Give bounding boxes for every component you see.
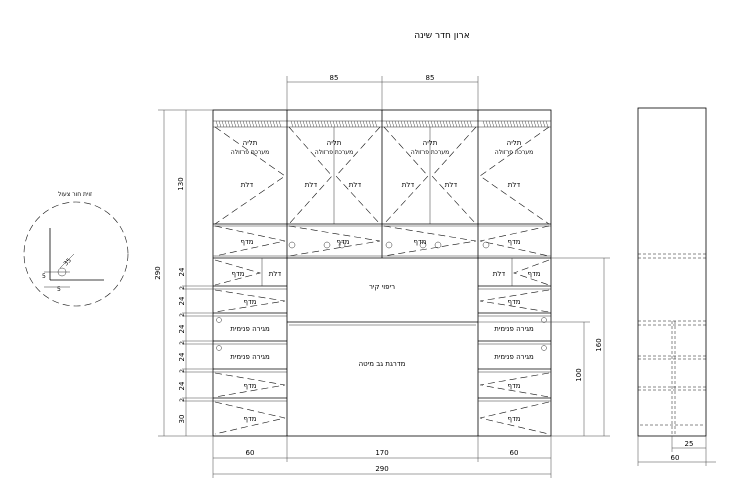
- hanging-rail-hatch: [215, 120, 549, 128]
- dim-row-1: 24: [178, 267, 186, 276]
- knob-icon: [541, 345, 547, 351]
- dim-row-6: 2: [179, 341, 186, 345]
- dim-row-9: 24: [178, 381, 186, 390]
- dim-row-8: 2: [179, 369, 186, 373]
- dim-center-height: 160: [595, 338, 603, 351]
- knob-icon: [482, 241, 490, 249]
- detail-circle: [23, 201, 129, 307]
- hole-detail: זוית חור צעול 35 5 5: [23, 191, 129, 307]
- dim-row-3: 24: [178, 296, 186, 305]
- label-drawer-l1: מגירה פנימית: [230, 325, 270, 333]
- knob-icon: [216, 317, 222, 323]
- label-hanger-system-4: מערכת פרזולה: [495, 149, 533, 156]
- knob-icon: [288, 241, 296, 249]
- right-tower-rows: [478, 258, 551, 402]
- label-shelf-r4: מדף: [507, 415, 520, 423]
- knob-icon: [338, 241, 346, 249]
- label-door-4: דלת: [402, 181, 415, 189]
- label-shelf-r2: מדף: [507, 298, 520, 306]
- label-shelf-l4: מדף: [243, 415, 256, 423]
- label-hanger-system-3: מערכת פרזולה: [411, 149, 449, 156]
- detail-dim-1: 35: [62, 257, 72, 267]
- detail-label: זוית חור צעול: [58, 191, 92, 198]
- label-hanging-4: תליה: [507, 139, 522, 147]
- label-drawer-l2: מגירה פנימית: [230, 353, 270, 361]
- dim-side-total: 60: [671, 454, 680, 462]
- label-door-l1: דלת: [269, 270, 282, 278]
- label-shelf-l1: מדף: [231, 270, 244, 278]
- label-door-2: דלת: [305, 181, 318, 189]
- dim-row-7: 24: [178, 352, 186, 361]
- label-shelf-r3: מדף: [507, 382, 520, 390]
- label-drawer-r2: מגירה פנימית: [494, 353, 534, 361]
- label-drawer-r1: מגירה פנימית: [494, 325, 534, 333]
- dim-row-4: 2: [179, 313, 186, 317]
- label-door-1: דלת: [241, 181, 254, 189]
- label-shelf-r1: מדף: [527, 270, 540, 278]
- dim-row-5: 24: [178, 324, 186, 333]
- dim-top-left: 85: [330, 74, 339, 82]
- dim-bed-height: 100: [575, 368, 583, 381]
- label-shelf-u1: מדף: [240, 238, 253, 246]
- dim-bottom-right: 60: [510, 449, 519, 457]
- hole-icon: [57, 267, 67, 277]
- label-shelf-u4: מדף: [507, 238, 520, 246]
- label-hanging-1: תליה: [243, 139, 258, 147]
- side-view: 25 60: [637, 107, 716, 466]
- label-shelf-u3: מדף: [413, 238, 426, 246]
- dim-top-right: 85: [426, 74, 435, 82]
- dim-row-2: 2: [179, 286, 186, 290]
- front-view: תליה מערכת פרזולה תליה מערכת פרזולה תליה…: [212, 109, 552, 437]
- knob-icon: [434, 241, 442, 249]
- label-shelf-u2: מדף: [336, 238, 349, 246]
- drawing-title: ארון חדר שינה: [414, 31, 469, 41]
- knob-icon: [419, 241, 427, 249]
- label-door-6: דלת: [508, 181, 521, 189]
- knob-icon: [385, 241, 393, 249]
- detail-dim-3: 5: [57, 286, 61, 293]
- dim-row-10: 2: [179, 398, 186, 402]
- label-hanging-3: תליה: [423, 139, 438, 147]
- left-tower-rows: [213, 258, 287, 402]
- door-swing-lines: [214, 126, 550, 257]
- label-hanger-system-1: מערכת פרזולה: [231, 149, 269, 156]
- dim-bottom-center: 170: [375, 449, 388, 457]
- label-hanging-2: תליה: [327, 139, 342, 147]
- label-shelf-l2: מדף: [243, 298, 256, 306]
- dim-height-upper: 130: [177, 177, 185, 190]
- label-door-3: דלת: [349, 181, 362, 189]
- dim-bottom-left: 60: [246, 449, 255, 457]
- knob-icon: [216, 345, 222, 351]
- dimensions: 85 85 290 130 24 2 24 2 24 2 24 2 24 2 3…: [154, 74, 610, 478]
- detail-dim-2: 5: [42, 273, 46, 280]
- label-door-r1: דלת: [493, 270, 506, 278]
- label-wall-cladding: ריפוי קיר: [369, 283, 395, 291]
- knob-icon: [541, 317, 547, 323]
- dim-height-total: 290: [154, 266, 162, 279]
- dim-side-inner: 25: [685, 440, 694, 448]
- lower-swing-lines: [214, 259, 550, 435]
- label-door-5: דלת: [445, 181, 458, 189]
- dim-bottom-total: 290: [375, 465, 388, 473]
- knob-icon: [323, 241, 331, 249]
- label-hanger-system-2: מערכת פרזולה: [315, 149, 353, 156]
- dim-row-11: 30: [178, 415, 186, 424]
- label-shelf-l3: מדף: [243, 382, 256, 390]
- label-headboard-step: מדרגת גב מיטה: [359, 360, 406, 368]
